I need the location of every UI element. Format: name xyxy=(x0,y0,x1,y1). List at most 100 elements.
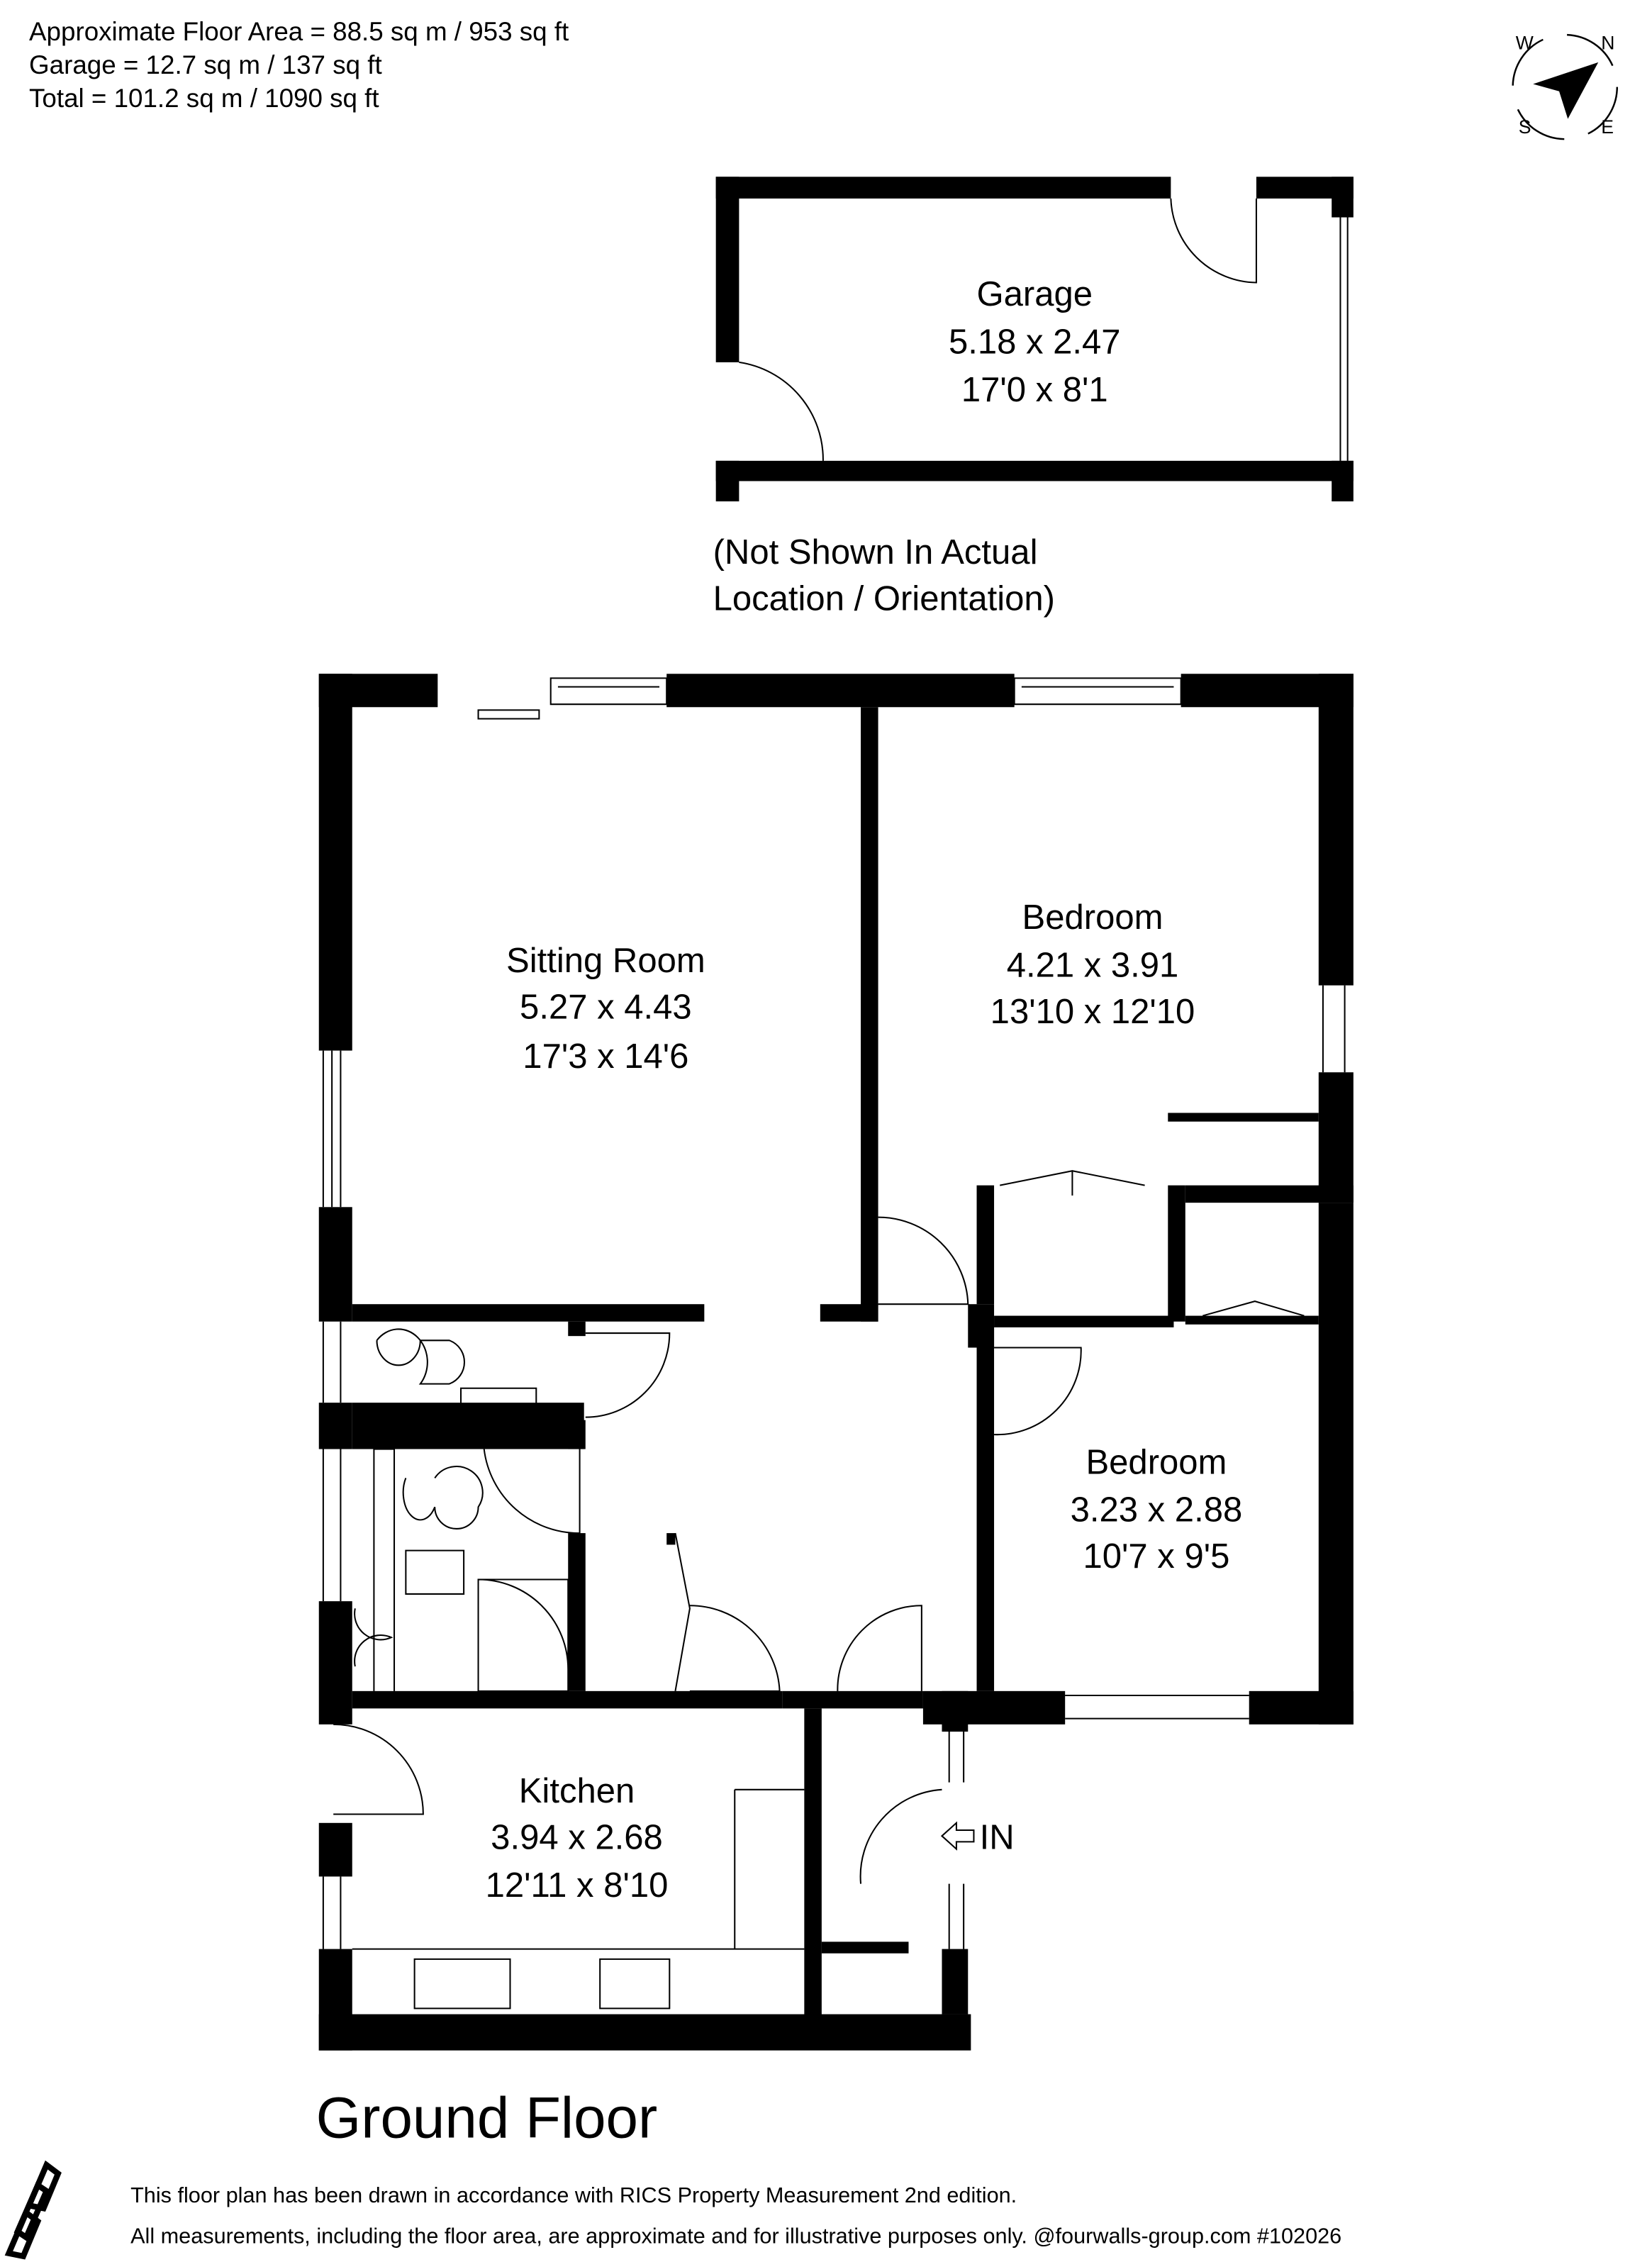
wall xyxy=(976,1185,995,1305)
footer-disclaimer-text: All measurements, including the floor ar… xyxy=(130,2224,1341,2248)
wall xyxy=(666,1533,676,1545)
wall xyxy=(318,1601,352,1725)
garage-metric: 5.18 x 2.47 xyxy=(949,323,1121,362)
fixture-line xyxy=(405,1549,465,1595)
garage-name: Garage xyxy=(976,275,1093,313)
fixture-line xyxy=(373,1448,396,1691)
wall xyxy=(1249,1690,1354,1725)
fixture-line xyxy=(1339,217,1349,461)
room-label-kitchen: Kitchen 3.94 x 2.68 12'11 x 8'10 xyxy=(486,1772,669,1905)
wall xyxy=(1318,674,1354,986)
wall xyxy=(861,707,878,1322)
fixture-line xyxy=(878,1216,969,1305)
wall xyxy=(318,674,352,1051)
fixture-line xyxy=(549,677,668,706)
floor-title: Ground Floor xyxy=(316,2085,658,2150)
svg-text:5.27 x 4.43: 5.27 x 4.43 xyxy=(520,988,692,1027)
wall xyxy=(804,1708,822,2031)
compass-icon: W N S E xyxy=(1512,32,1619,140)
walls xyxy=(318,177,1354,2051)
svg-text:3.23 x 2.88: 3.23 x 2.88 xyxy=(1071,1491,1243,1530)
wall xyxy=(1318,1203,1354,1725)
wall xyxy=(318,2014,971,2051)
wall xyxy=(318,1822,352,1877)
wall xyxy=(1185,1185,1354,1203)
fixture-line xyxy=(354,1608,394,1667)
fourwalls-logo xyxy=(4,2160,62,2260)
wall xyxy=(715,460,1354,481)
svg-text:17'3 x 14'6: 17'3 x 14'6 xyxy=(523,1037,688,1076)
fixture-line xyxy=(859,1788,942,1884)
garage-imperial: 17'0 x 8'1 xyxy=(961,371,1108,409)
fixture-line xyxy=(994,1347,1082,1436)
fixture-line xyxy=(1000,1170,1145,1196)
fixture-line xyxy=(1013,677,1182,706)
floor-area-text: Approximate Floor Area = 88.5 sq m / 953… xyxy=(29,17,569,46)
fixture-line xyxy=(413,1958,671,2010)
fixture-line xyxy=(837,1605,922,1691)
fixture-line xyxy=(333,1723,424,1815)
wall xyxy=(318,1403,352,1449)
fixture-line xyxy=(460,1387,537,1428)
fixture-line xyxy=(948,1883,965,1949)
room-label-sitting-room: Sitting Room 5.27 x 4.43 17'3 x 14'6 xyxy=(506,942,705,1076)
fixture-line xyxy=(322,1050,342,1208)
entrance-arrow-icon xyxy=(940,1821,975,1851)
fixture-line xyxy=(483,1449,581,1534)
fixture-line xyxy=(1170,198,1257,284)
wall xyxy=(715,177,740,362)
fixture-line xyxy=(674,1532,691,1692)
garage-note: (Not Shown In Actual xyxy=(713,533,1038,572)
wall xyxy=(352,1304,705,1322)
svg-text:Bedroom: Bedroom xyxy=(1085,1443,1227,1481)
svg-text:Kitchen: Kitchen xyxy=(519,1772,635,1810)
wall xyxy=(821,1941,909,1954)
fixture-line xyxy=(477,709,540,720)
wall xyxy=(968,1304,995,1348)
fixture-line xyxy=(322,1449,342,1602)
fixture-line xyxy=(948,1724,965,1783)
fixture-line xyxy=(477,1578,569,1692)
svg-text:3.94 x 2.68: 3.94 x 2.68 xyxy=(491,1819,663,1857)
garage-note: Location / Orientation) xyxy=(713,579,1055,618)
entrance-label: IN xyxy=(980,1819,1015,1857)
wall xyxy=(318,1207,352,1322)
fixture-line xyxy=(739,361,824,461)
fixture-line xyxy=(1202,1300,1305,1317)
svg-text:4.21 x 3.91: 4.21 x 3.91 xyxy=(1007,946,1179,984)
wall xyxy=(352,1403,584,1449)
fixture-line xyxy=(689,1605,781,1692)
footer-rics-text: This floor plan has been drawn in accord… xyxy=(130,2183,1017,2207)
fixture-line xyxy=(352,1788,805,1950)
wall xyxy=(820,1304,878,1322)
fixture-line xyxy=(322,1876,342,1949)
wall xyxy=(1332,177,1354,218)
garage-area-text: Garage = 12.7 sq m / 137 sq ft xyxy=(29,50,382,79)
wall xyxy=(568,1420,586,1449)
svg-text:Sitting Room: Sitting Room xyxy=(506,942,705,980)
svg-text:Bedroom: Bedroom xyxy=(1022,898,1163,937)
fixture-line xyxy=(322,1321,342,1403)
wall xyxy=(1185,1315,1319,1325)
fixture-line xyxy=(1322,985,1346,1073)
wall xyxy=(976,1321,995,1691)
total-area-text: Total = 101.2 sq m / 1090 sq ft xyxy=(29,84,379,113)
wall xyxy=(568,1321,586,1337)
wall xyxy=(994,1315,1174,1327)
wall xyxy=(666,674,1015,708)
wall xyxy=(715,177,1171,199)
svg-text:12'11 x 8'10: 12'11 x 8'10 xyxy=(486,1866,669,1905)
wall xyxy=(782,1690,923,1709)
fixture-line xyxy=(585,1332,671,1418)
svg-text:E: E xyxy=(1601,116,1614,138)
wall xyxy=(942,1949,969,2015)
svg-text:10'7 x 9'5: 10'7 x 9'5 xyxy=(1083,1537,1230,1576)
fixture-line xyxy=(1065,1694,1249,1720)
fixture-line xyxy=(402,1466,484,1530)
room-label-bedroom-1: Bedroom 4.21 x 3.91 13'10 x 12'10 xyxy=(990,898,1195,1031)
windows-doors xyxy=(322,198,1349,2010)
svg-text:S: S xyxy=(1519,116,1531,138)
wall xyxy=(715,460,740,502)
wall xyxy=(1318,1072,1354,1203)
